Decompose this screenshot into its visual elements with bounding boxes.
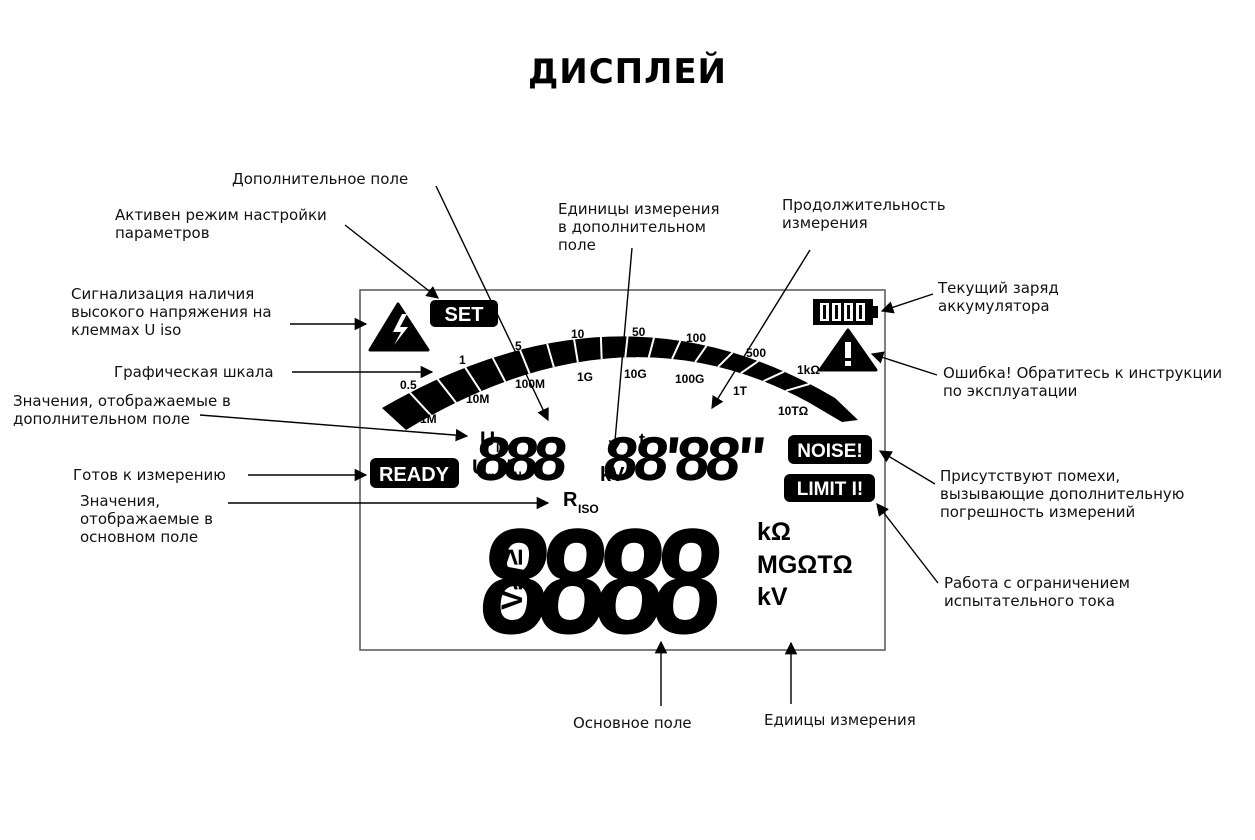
scale-divider xyxy=(573,339,579,363)
scale-divider xyxy=(464,367,482,392)
arrow-additional-values xyxy=(199,414,469,442)
label-main-field: Основное поле xyxy=(573,714,692,732)
r-iso-sub: ISO xyxy=(578,502,599,516)
set-badge-text: SET xyxy=(445,304,484,326)
scale-label-bottom: 1M xyxy=(420,412,437,426)
main-unit-kohm: kΩ xyxy=(757,518,791,546)
scale-label-bottom: 1T xyxy=(733,384,748,398)
ready-badge: READY xyxy=(370,458,459,488)
set-badge: SET xyxy=(430,300,498,327)
aux-field: U ISO U n U N 888 kV t 88'88" xyxy=(472,425,766,494)
main-units: kΩ MGΩTΩ kV xyxy=(757,518,853,611)
arrow-duration xyxy=(711,249,811,410)
scale-divider xyxy=(785,382,810,392)
label-high-voltage: Сигнализация наличия высокого напряжения… xyxy=(71,285,272,339)
scale-label-top: 1 xyxy=(459,353,466,367)
time-value: 88'88" xyxy=(600,425,766,494)
label-limit: Работа с ограничением испытательного ток… xyxy=(944,574,1130,610)
label-units: Едиицы измерения xyxy=(764,711,916,729)
scale-divider xyxy=(624,336,629,358)
callout-arrows xyxy=(199,185,939,706)
scale-divider xyxy=(436,378,457,404)
label-ready: Готов к измерению xyxy=(73,466,226,484)
aux-unit: kV xyxy=(600,464,625,486)
time-prefix: t xyxy=(639,430,645,450)
main-value: 8888 xyxy=(474,497,726,665)
scale-label-top: 10 xyxy=(571,327,585,341)
scale-divider xyxy=(671,340,682,360)
u-iso-label: U xyxy=(480,428,495,451)
un-sub: n xyxy=(488,469,495,483)
u-iso-sub: ISO xyxy=(496,441,517,455)
scale-divider xyxy=(491,357,507,383)
label-additional-units: Единицы измерения в дополнительном поле xyxy=(558,200,720,254)
scale-label-top: 500 xyxy=(746,346,766,360)
scale-divider xyxy=(409,392,432,417)
limit-badge-text: LIMIT I! xyxy=(797,479,863,500)
label-noise: Присутствуют помехи, вызывающие дополнит… xyxy=(940,467,1185,521)
limit-badge: LIMIT I! xyxy=(784,474,875,502)
un-label: U xyxy=(472,456,487,479)
main-unit-kv: kV xyxy=(757,583,788,611)
label-main-values: Значения, отображаемые в основном поле xyxy=(80,492,213,546)
battery-icon xyxy=(813,299,878,325)
scale-label-top: 0.5 xyxy=(400,378,417,392)
scale-divider xyxy=(647,337,656,358)
r-iso-letter: R xyxy=(563,489,578,511)
scale-label-top: 5 xyxy=(515,339,522,353)
scale-label-bottom: 100G xyxy=(675,372,704,386)
page-title: ДИСПЛЕЙ xyxy=(527,52,728,92)
label-error: Ошибка! Обратитесь к инструкции по экспл… xyxy=(943,364,1223,400)
graphic-scale-bar xyxy=(382,336,858,430)
main-unit-mgohm: MGΩTΩ xyxy=(757,551,853,579)
scale-divider xyxy=(762,370,785,383)
scale-divider xyxy=(599,336,603,360)
scale-divider xyxy=(740,360,759,375)
scale-label-bottom: 10M xyxy=(466,392,489,406)
label-setup-mode: Активен режим настройки параметров xyxy=(115,206,327,242)
scale-divider xyxy=(717,351,734,368)
r-iso-label: R ISO xyxy=(563,489,599,516)
un2-sub: N xyxy=(513,469,522,483)
label-additional-values: Значения, отображаемые в дополнительном … xyxy=(13,392,231,428)
scale-divider xyxy=(519,349,531,374)
high-voltage-icon xyxy=(368,302,430,352)
scale-label-bottom: 10TΩ xyxy=(778,404,809,418)
arrow-error xyxy=(870,351,938,376)
scale-divider xyxy=(694,345,708,363)
label-duration: Продолжительность измерения xyxy=(782,196,946,232)
scale-label-bottom: 10G xyxy=(624,367,647,381)
arrow-additional-field xyxy=(435,185,549,422)
label-battery: Текущий заряд аккумулятора xyxy=(938,279,1059,315)
label-graphic-scale: Графическая шкала xyxy=(114,363,274,381)
arrow-limit xyxy=(876,503,939,584)
error-icon xyxy=(818,328,878,372)
side-symbols: V≥/≥ xyxy=(496,549,529,610)
scale-divider xyxy=(546,343,555,368)
arrow-battery xyxy=(880,293,934,314)
arrow-setup-mode xyxy=(344,224,439,299)
aux-value: 888 xyxy=(472,425,569,494)
noise-badge: NOISE! xyxy=(788,435,872,464)
noise-badge-text: NOISE! xyxy=(797,441,862,462)
arrow-noise xyxy=(878,450,936,485)
arrow-additional-units xyxy=(608,247,633,454)
scale-label-top: 100 xyxy=(686,331,706,345)
scale-label-top: 1kΩ xyxy=(797,363,820,377)
ready-badge-text: READY xyxy=(379,464,450,486)
label-additional-field: Дополнительное поле xyxy=(232,170,409,188)
scale-label-bottom: 1G xyxy=(577,370,593,384)
scale-label-top: 50 xyxy=(632,325,646,339)
un2-label: U xyxy=(497,456,512,479)
